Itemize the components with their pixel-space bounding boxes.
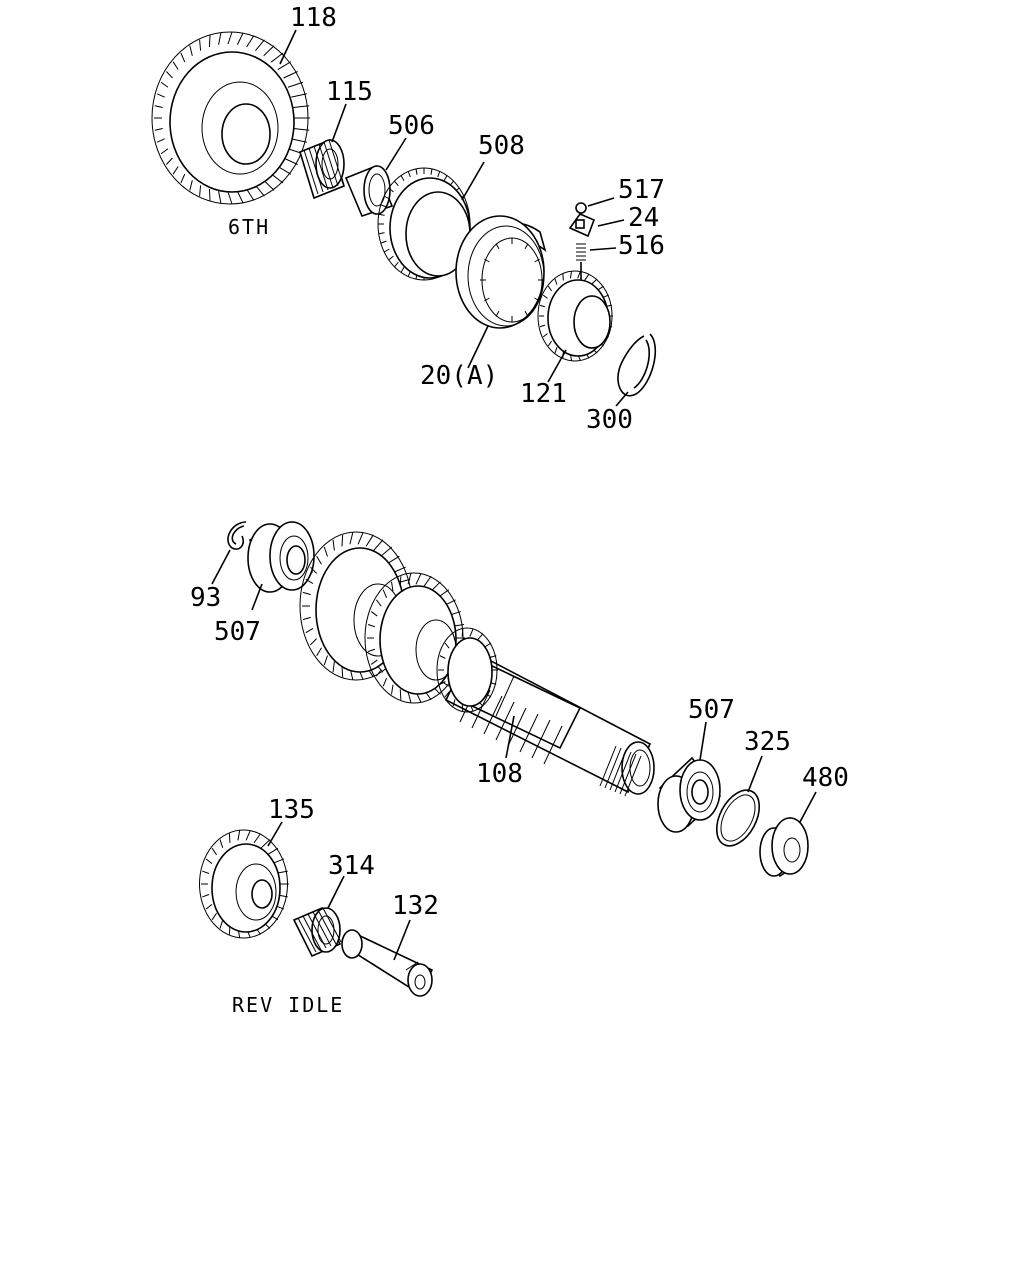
label-507-front: 507 [214, 617, 261, 647]
label-115: 115 [326, 77, 373, 107]
reverse-idler-gear-135 [199, 829, 289, 939]
label-516: 516 [618, 231, 665, 261]
shifting-key-24 [568, 213, 596, 238]
ball-517 [575, 202, 587, 214]
caption-rev-idle: REV IDLE [232, 993, 344, 1017]
label-20a: 20(A) [420, 361, 498, 391]
label-135: 135 [268, 795, 315, 825]
ring-325 [715, 789, 761, 847]
collar-480 [759, 816, 809, 878]
label-118: 118 [290, 3, 337, 33]
label-93: 93 [190, 583, 221, 613]
label-508: 508 [478, 131, 525, 161]
label-507-rear: 507 [688, 695, 735, 725]
countershaft-108 [299, 531, 655, 797]
sleeve-506 [344, 164, 394, 217]
hub-121 [537, 270, 613, 362]
needle-bearing-115 [299, 138, 345, 200]
label-24: 24 [628, 203, 659, 233]
spring-516 [576, 243, 586, 282]
label-121: 121 [520, 379, 567, 409]
ball-bearing-507-front [247, 520, 315, 593]
snap-ring-300 [617, 333, 657, 397]
label-108: 108 [476, 759, 523, 789]
snap-ring-93 [227, 521, 247, 550]
label-480: 480 [802, 763, 849, 793]
label-314: 314 [328, 851, 375, 881]
label-300: 300 [586, 405, 633, 435]
label-325: 325 [744, 727, 791, 757]
label-517: 517 [618, 175, 665, 205]
ball-bearing-507-rear [657, 756, 722, 833]
gear-118 [151, 31, 310, 205]
synchro-ring-508 [377, 167, 471, 281]
needle-bearing-314 [292, 906, 342, 958]
coupling-sleeve-20a [455, 215, 547, 329]
label-506: 506 [388, 111, 435, 141]
idler-shaft-132 [341, 929, 434, 997]
label-132: 132 [392, 891, 439, 921]
caption-6th: 6TH [228, 215, 270, 239]
